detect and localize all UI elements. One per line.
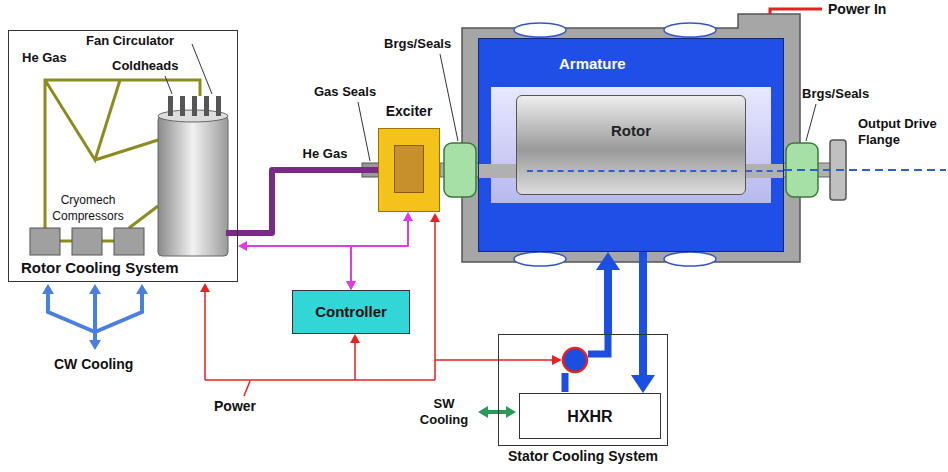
arrow-head <box>346 281 356 290</box>
fan-circulator <box>158 116 228 256</box>
coldhead <box>204 96 209 116</box>
sw-cooling-arrow <box>486 410 508 414</box>
cooling-duct <box>514 252 566 266</box>
label-anchor: Fan Circulator <box>86 33 174 49</box>
node-label: Rotor Cooling System <box>21 259 237 277</box>
arrow-head <box>596 252 620 270</box>
heat-exchanger-box: HXHR <box>519 393 661 439</box>
arrow-head <box>42 284 54 294</box>
compressor <box>30 228 60 255</box>
part-label: SW Cooling <box>414 396 474 428</box>
control-signal <box>346 212 413 290</box>
coolant-flow <box>631 252 655 393</box>
part-label: Output Drive Flange <box>858 116 946 148</box>
label-anchor: Power <box>214 398 256 414</box>
label-anchor: Cryomech Compressors <box>48 192 128 224</box>
exciter-core <box>394 145 424 193</box>
part-label: Coldheads <box>112 58 178 74</box>
pump <box>563 348 587 372</box>
connector-line <box>604 265 612 334</box>
label-anchor: Brgs/Seals <box>802 86 869 102</box>
arrow-head <box>89 284 101 294</box>
cooling-duct <box>514 23 566 37</box>
coldhead <box>216 96 221 116</box>
system-box: Stator Cooling SystemHXHR <box>498 334 668 446</box>
arrow-head <box>346 281 356 290</box>
node-heading: Stator Cooling System <box>508 448 658 464</box>
bearing-seal <box>444 143 476 197</box>
he-gas-line <box>238 170 378 233</box>
part-label: Fan Circulator <box>86 33 174 49</box>
label-anchor: Coldheads <box>112 58 178 74</box>
part-label: Power <box>214 398 256 414</box>
part-label: Brgs/Seals <box>802 86 869 102</box>
arrow-head <box>552 355 562 365</box>
motor-housing <box>462 14 800 262</box>
he-gas-pipe <box>226 230 238 236</box>
cooling-duct <box>664 252 716 266</box>
coolant-flow <box>596 252 620 334</box>
part-label: Gas Seals <box>314 84 376 100</box>
arrow-head <box>478 406 488 418</box>
connector-line <box>244 246 351 284</box>
exciter-block: Exciter <box>378 128 440 212</box>
coldhead <box>168 96 173 116</box>
armature-band: ArmatureRotor <box>478 38 784 252</box>
part-label: Cryomech Compressors <box>48 192 128 224</box>
arrow-head <box>200 283 210 292</box>
label-anchor: CW Cooling <box>54 356 133 372</box>
arrow-head <box>350 334 360 343</box>
compressor <box>72 228 102 255</box>
arrow-head <box>506 406 516 418</box>
connector-line <box>639 252 647 380</box>
power-in-wire <box>770 9 822 14</box>
label-anchor: Power In <box>828 1 886 17</box>
cw-cooling-arrows <box>48 292 142 342</box>
control-signal <box>238 241 356 290</box>
arrow-head <box>238 241 247 251</box>
node-label: Controller <box>315 303 387 321</box>
cooling-duct <box>664 23 716 37</box>
compressor <box>114 228 144 255</box>
label-anchor: Output Drive Flange <box>858 116 946 148</box>
arrow-head <box>403 212 413 221</box>
label-anchor: Gas Seals <box>314 84 376 100</box>
centerline <box>527 170 737 172</box>
edge-label: He Gas <box>303 146 348 162</box>
centerline <box>784 169 946 171</box>
arrow-head <box>89 340 101 350</box>
part-label: Brgs/Seals <box>384 36 451 52</box>
controller-box: Controller <box>292 290 410 334</box>
connector-line <box>238 170 378 233</box>
label-anchor: SW Cooling <box>414 396 474 428</box>
node-label: HXHR <box>567 407 612 426</box>
centerline <box>746 170 783 172</box>
label-anchor: He Gas <box>303 146 348 162</box>
arrow-head <box>430 213 440 222</box>
arrow-head <box>631 375 655 393</box>
part-label: He Gas <box>22 50 67 66</box>
label-anchor: He Gas <box>22 50 67 66</box>
node-label: Armature <box>559 55 783 73</box>
rotor-body: Rotor <box>516 95 746 195</box>
label-anchor: Brgs/Seals <box>384 36 451 52</box>
connector-line <box>351 218 408 283</box>
part-label: CW Cooling <box>54 356 133 372</box>
arrow-head <box>136 284 148 294</box>
coldhead <box>180 96 185 116</box>
coldhead <box>192 96 197 116</box>
node-heading: Exciter <box>386 103 433 119</box>
node-label: Rotor <box>611 122 651 140</box>
part-label: Power In <box>828 1 886 17</box>
